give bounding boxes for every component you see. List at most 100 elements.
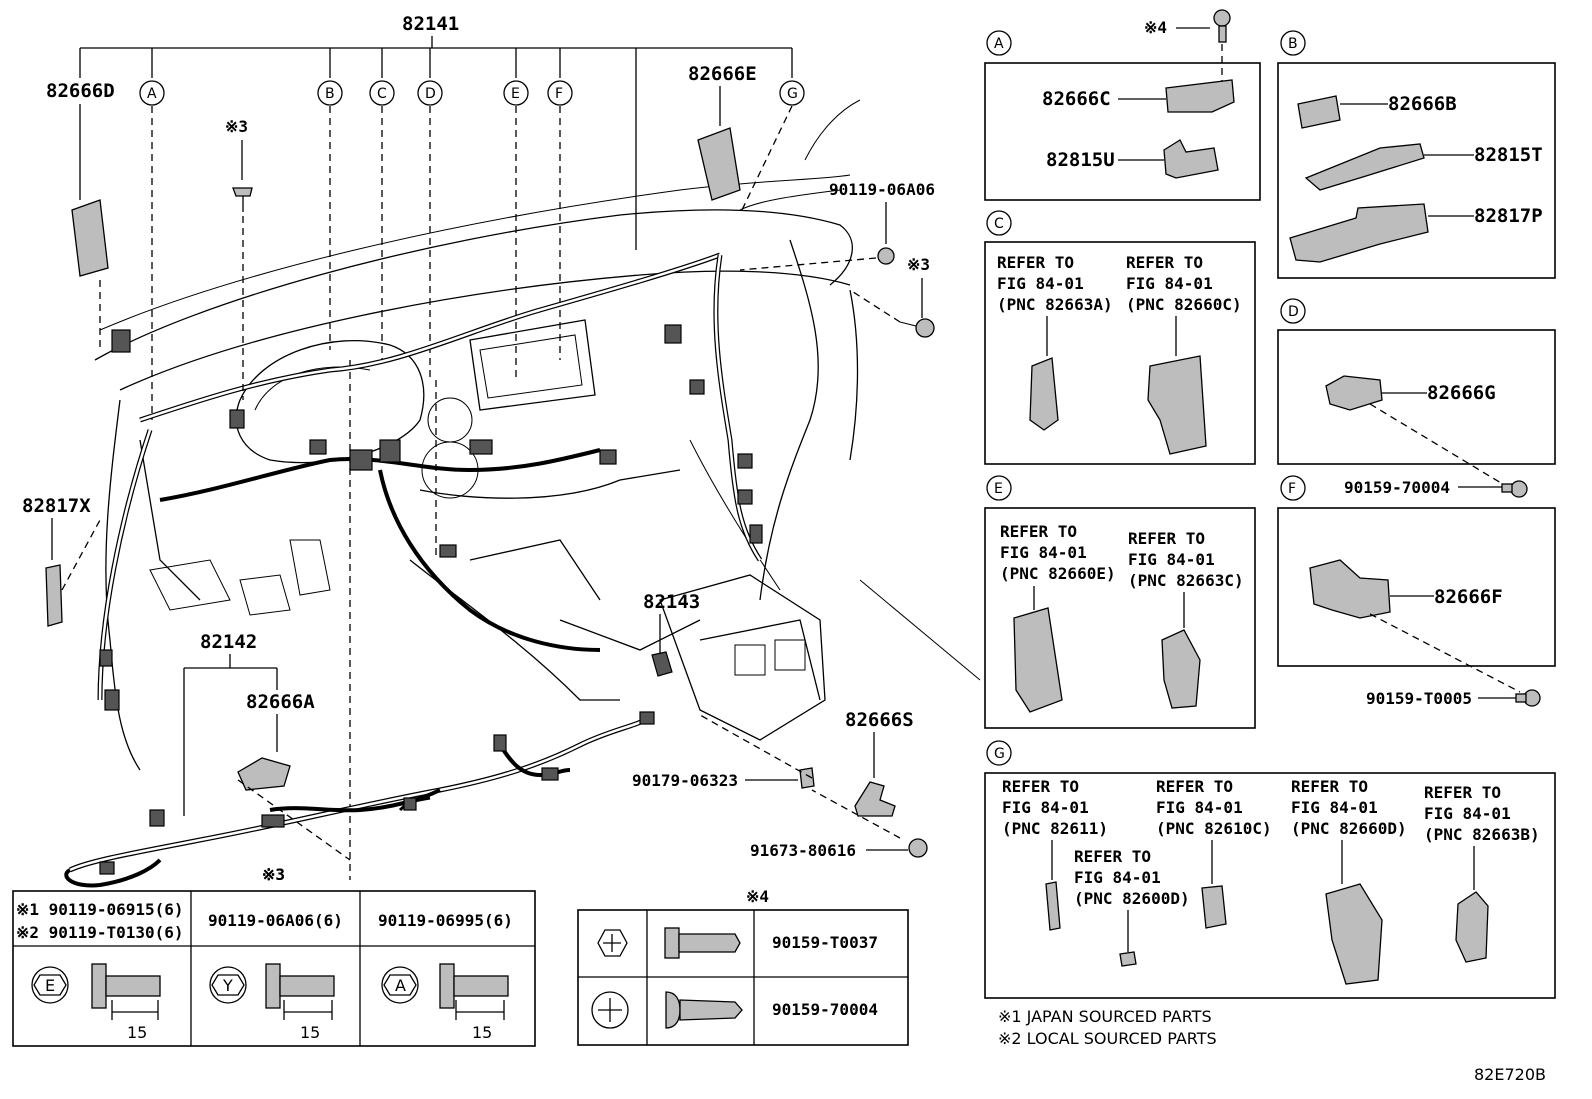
svg-text:FIG 84-01: FIG 84-01 (1126, 274, 1213, 293)
svg-text:REFER TO: REFER TO (997, 253, 1074, 272)
label-82666A: 82666A (246, 691, 315, 713)
svg-text:F: F (555, 86, 563, 102)
main-callout-bracket: 82141 (79, 13, 793, 250)
screw-round-phillips-icon (591, 991, 743, 1029)
svg-text:15: 15 (472, 1023, 492, 1042)
mark4-top: ※4 (1144, 9, 1231, 88)
svg-text:15: 15 (300, 1023, 320, 1042)
marker-g: G (779, 80, 805, 106)
bolt-a-icon: A 15 (381, 963, 509, 1042)
mark-3-lower: ※3 (262, 865, 285, 884)
svg-text:D: D (1288, 304, 1299, 320)
label-82817P: 82817P (1474, 205, 1543, 227)
label-82815U: 82815U (1046, 149, 1115, 171)
svg-text:B: B (325, 86, 335, 102)
svg-text:FIG 84-01: FIG 84-01 (1291, 798, 1378, 817)
svg-text:FIG 84-01: FIG 84-01 (997, 274, 1084, 293)
svg-text:A: A (395, 976, 406, 995)
svg-text:(PNC 82663C): (PNC 82663C) (1128, 571, 1244, 590)
svg-text:A: A (147, 86, 157, 102)
svg-text:(PNC 82663A): (PNC 82663A) (997, 295, 1113, 314)
label-82666G: 82666G (1427, 382, 1496, 404)
svg-text:REFER TO: REFER TO (1156, 777, 1233, 796)
bolt-y-icon: Y 15 (209, 963, 335, 1042)
marker-c: C (369, 80, 395, 106)
callout-82666D: 82666D (46, 80, 115, 350)
callout-82817X: 82817X (22, 495, 101, 627)
label-91673-80616: 91673-80616 (750, 841, 856, 860)
svg-text:(PNC 82660C): (PNC 82660C) (1126, 295, 1242, 314)
svg-text:B: B (1288, 36, 1298, 52)
callout-91673-80616: 91673-80616 (750, 789, 928, 860)
detail-e: E REFER TO FIG 84-01 (PNC 82660E) REFER … (984, 475, 1256, 729)
label-90179-06323: 90179-06323 (632, 771, 738, 790)
svg-text:15: 15 (127, 1023, 147, 1042)
figure-code: 82E720B (1474, 1065, 1546, 1084)
label-82666S: 82666S (845, 709, 914, 731)
svg-text:REFER TO: REFER TO (1074, 847, 1151, 866)
detail-d: D 82666G 90159-70004 (1277, 298, 1556, 498)
marker-leaders (151, 105, 793, 880)
svg-text:FIG 84-01: FIG 84-01 (1002, 798, 1089, 817)
svg-text:REFER TO: REFER TO (1424, 783, 1501, 802)
svg-text:G: G (787, 86, 798, 102)
callout-82666S: 82666S (845, 709, 914, 817)
note-japan: ※1 JAPAN SOURCED PARTS (998, 1007, 1212, 1026)
label-82666D: 82666D (46, 80, 115, 102)
svg-text:FIG 84-01: FIG 84-01 (1128, 550, 1215, 569)
screw-hex-phillips-icon (597, 927, 741, 959)
mark-3-upper: ※3 (225, 117, 248, 136)
screw-row-1: 90159-T0037 (772, 933, 878, 952)
mark3-upper: ※3 (225, 117, 253, 400)
svg-text:(PNC 82663B): (PNC 82663B) (1424, 825, 1540, 844)
mark-3-right: ※3 (907, 255, 930, 274)
svg-text:FIG 84-01: FIG 84-01 (1424, 804, 1511, 823)
marker-e: E (503, 80, 529, 106)
svg-text:REFER TO: REFER TO (1128, 529, 1205, 548)
bolt-e-icon: E 15 (31, 963, 161, 1042)
main-section-markers: A B C D E F G (139, 80, 805, 106)
svg-text:Y: Y (222, 976, 233, 995)
callout-90119-06A06: 90119-06A06 (739, 180, 935, 271)
label-82141: 82141 (402, 13, 459, 35)
marker-f: F (547, 80, 573, 106)
label-82142: 82142 (200, 631, 257, 653)
marker-d: D (417, 80, 443, 106)
callout-82142: 82142 (183, 631, 278, 816)
mark-4-top: ※4 (1144, 18, 1167, 37)
callout-82666E: 82666E (688, 63, 757, 201)
svg-text:A: A (994, 36, 1004, 52)
svg-text:G: G (994, 746, 1005, 762)
callout-82143: 82143 (643, 591, 700, 677)
screw-table-mark: ※4 (746, 887, 769, 906)
label-90159-T0005: 90159-T0005 (1366, 689, 1472, 708)
mark3-right: ※3 (849, 255, 935, 338)
svg-text:(PNC 82610C): (PNC 82610C) (1156, 819, 1272, 838)
bolt-col3: 90119-06995(6) (378, 911, 513, 930)
bolt-table: ※3 ※1 90119-06915(6) ※2 90119-T0130(6) 9… (12, 865, 536, 1047)
svg-text:FIG 84-01: FIG 84-01 (1000, 543, 1087, 562)
label-82815T: 82815T (1474, 144, 1543, 166)
marker-b: B (317, 80, 343, 106)
svg-text:REFER TO: REFER TO (1002, 777, 1079, 796)
svg-text:(PNC 82660D): (PNC 82660D) (1291, 819, 1407, 838)
bolt-col1-line1: ※1 90119-06915(6) (16, 900, 184, 919)
label-82666C: 82666C (1042, 88, 1111, 110)
svg-text:C: C (377, 86, 387, 102)
harness-82142 (64, 711, 655, 888)
notes: ※1 JAPAN SOURCED PARTS ※2 LOCAL SOURCED … (998, 1007, 1546, 1084)
svg-text:E: E (45, 976, 55, 995)
svg-text:FIG 84-01: FIG 84-01 (1156, 798, 1243, 817)
svg-text:REFER TO: REFER TO (1000, 522, 1077, 541)
label-82666B: 82666B (1388, 93, 1457, 115)
svg-text:F: F (1288, 481, 1296, 497)
detail-c: C REFER TO FIG 84-01 (PNC 82663A) REFER … (984, 210, 1256, 465)
label-82666F: 82666F (1434, 586, 1503, 608)
svg-text:E: E (994, 481, 1003, 497)
svg-text:D: D (425, 86, 436, 102)
svg-text:(PNC 82600D): (PNC 82600D) (1074, 889, 1190, 908)
bolt-col1-line2: ※2 90119-T0130(6) (16, 923, 184, 942)
label-90119-06A06: 90119-06A06 (829, 180, 935, 199)
dashboard-outline (94, 99, 981, 771)
